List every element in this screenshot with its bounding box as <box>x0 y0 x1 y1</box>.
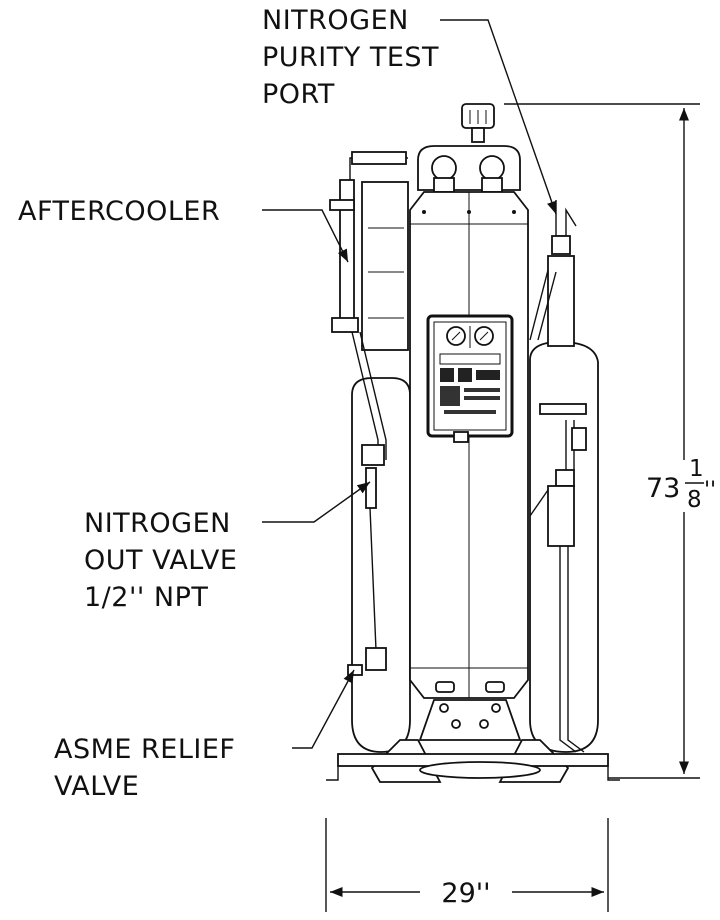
callout-asme-relief-valve: ASME RELIEF VALVE <box>54 734 235 802</box>
left-receiver-tank <box>351 377 411 753</box>
main-tower <box>409 191 529 699</box>
base-frame <box>326 699 620 783</box>
relief-valve-line-1: ASME RELIEF <box>54 734 235 765</box>
callout-nitrogen-purity-test-port: NITROGEN PURITY TEST PORT <box>262 5 439 110</box>
top-valve-block <box>417 103 521 193</box>
height-numerator: 1 <box>689 456 704 482</box>
height-dimension: 73 1 8 '' <box>504 103 716 779</box>
leader-lines <box>262 19 557 749</box>
width-value: 29'' <box>441 878 490 909</box>
callout-nitrogen-out-valve: NITROGEN OUT VALVE 1/2'' NPT <box>84 508 237 613</box>
control-panel <box>426 314 514 443</box>
height-whole: 73 <box>646 473 680 504</box>
out-valve-line-1: NITROGEN <box>84 508 231 539</box>
relief-valve-leader <box>292 669 355 749</box>
callout-aftercooler: AFTERCOOLER <box>18 196 220 227</box>
purity-port-line-2: PURITY TEST <box>262 42 439 73</box>
aftercooler-leader <box>262 209 349 263</box>
height-denominator: 8 <box>687 487 702 513</box>
out-valve-line-2: OUT VALVE <box>84 545 237 576</box>
relief-valve-line-2: VALVE <box>54 771 139 802</box>
width-dimension: 29'' <box>325 818 609 912</box>
nitrogen-generator-unit <box>326 103 620 783</box>
purity-port-line-1: NITROGEN <box>262 5 409 36</box>
purity-port-leader <box>440 19 557 215</box>
aftercooler-label: AFTERCOOLER <box>18 196 220 227</box>
purity-analyzer-tubes <box>529 200 587 753</box>
height-unit: '' <box>704 478 716 503</box>
purity-port-line-3: PORT <box>262 79 335 110</box>
out-valve-line-3: 1/2'' NPT <box>84 582 208 613</box>
out-valve-leader <box>262 481 371 523</box>
